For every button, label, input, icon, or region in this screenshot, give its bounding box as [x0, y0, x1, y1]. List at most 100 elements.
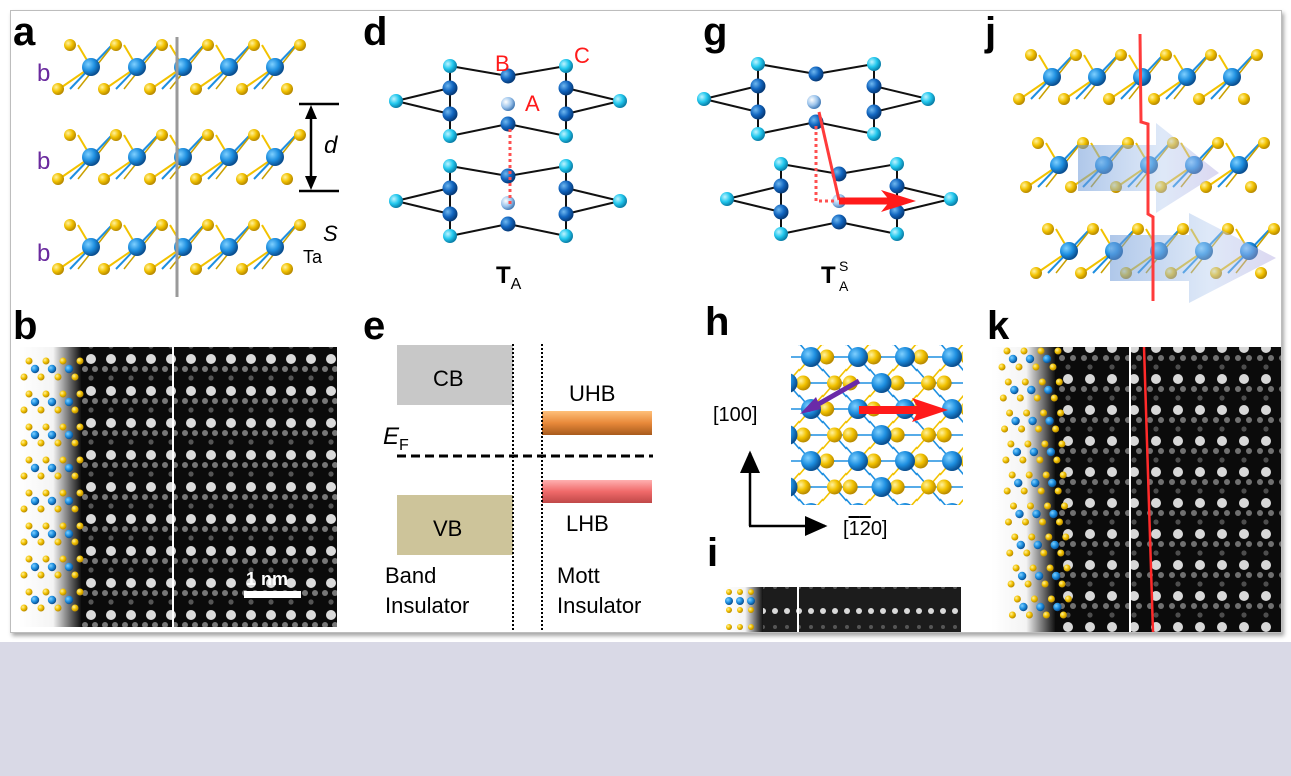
tantalum-atom	[966, 425, 986, 445]
tantalum-atom	[47, 496, 57, 506]
lhb-label: LHB	[566, 511, 609, 536]
tantalum-atom	[966, 477, 986, 497]
sulfur-atom	[20, 406, 28, 414]
sulfur-atom	[1037, 347, 1045, 355]
stem-image-fade-b	[19, 347, 81, 627]
sulfur-atom	[71, 604, 79, 612]
sulfur-atom	[1008, 471, 1016, 479]
sulfur-atom	[1148, 93, 1160, 105]
inner-atom	[808, 66, 824, 82]
outer-atom	[774, 157, 788, 171]
inner-atom	[773, 204, 789, 220]
stacking-label-tas: T	[821, 262, 836, 289]
sulfur-atom	[54, 604, 62, 612]
tantalum-atom	[47, 595, 57, 605]
hexagon-cluster-bottom-d	[389, 159, 627, 243]
panel-label-b: b	[13, 304, 37, 348]
outer-atom	[890, 157, 904, 171]
cluster-atoms	[389, 159, 627, 243]
sulfur-atom	[1025, 471, 1033, 479]
tantalum-atom	[1051, 571, 1061, 581]
tantalum-atom	[852, 503, 864, 505]
sulfur-atom	[37, 406, 45, 414]
sulfur-atom	[156, 39, 168, 51]
sulfur-atom	[1040, 549, 1048, 557]
sulfur-atom	[1065, 181, 1077, 193]
sulfur-atom	[795, 427, 811, 443]
sulfur-atom	[1007, 580, 1015, 588]
inner-atom	[442, 206, 458, 222]
tantalum-atom	[1046, 447, 1056, 457]
sulfur-atom	[71, 538, 79, 546]
tantalum-atom	[1050, 540, 1060, 550]
sulfur-atom	[1044, 502, 1051, 510]
site-label-b: B	[495, 51, 510, 76]
sulfur-atom	[1033, 394, 1041, 402]
panel-j: j	[984, 11, 1280, 303]
sulfur-atom	[42, 390, 50, 398]
sulfur-atom	[1007, 440, 1015, 448]
sulfur-atom	[819, 453, 835, 469]
sulfur-atom	[52, 173, 64, 185]
stacking-subscript: A	[839, 278, 849, 294]
sulfur-atom	[1003, 347, 1011, 355]
sulfur-atom	[1039, 518, 1046, 526]
sulfur-atom	[236, 83, 248, 95]
sulfur-atom	[54, 406, 62, 414]
red-vector-head	[912, 398, 948, 422]
lower-hubbard-band	[542, 480, 652, 503]
sulfur-atom	[1030, 595, 1038, 603]
sulfur-atom	[54, 373, 62, 381]
tantalum-atom	[30, 397, 40, 407]
sulfur-atom	[1056, 518, 1063, 526]
sulfur-atom	[1028, 533, 1036, 541]
atomic-model-overlay-b	[20, 357, 84, 612]
band-insulator-line1: Band	[385, 563, 436, 588]
sulfur-atom	[1055, 378, 1063, 386]
sulfur-atom	[281, 83, 293, 95]
tilted-stacking-line-g	[817, 111, 841, 201]
sulfur-atom	[1025, 611, 1033, 619]
tantalum-atom	[1053, 602, 1062, 612]
panel-i: i	[707, 531, 961, 632]
sulfur-atom	[144, 173, 156, 185]
tantalum-atom	[1223, 68, 1241, 86]
tantalum-atom	[778, 529, 798, 549]
sulfur-atom	[156, 129, 168, 141]
sulfur-atom	[960, 351, 963, 363]
sulfur-atom	[1255, 267, 1267, 279]
tantalum-atom	[266, 238, 284, 256]
panel-e: e CB VB UHB LHB EF Band Insulator Mott I…	[363, 304, 653, 631]
sulfur-atom	[1058, 440, 1066, 448]
tas2-side-view-layers	[52, 39, 306, 275]
sulfur-atom	[1070, 49, 1082, 61]
sulfur-atom	[1042, 223, 1054, 235]
sulfur-atom	[1008, 611, 1016, 619]
sulfur-atom	[20, 538, 28, 546]
tantalum-atom	[1042, 354, 1052, 364]
tantalum-atom	[899, 503, 911, 505]
outer-atom	[921, 92, 935, 106]
sulfur-atom	[281, 263, 293, 275]
tantalum-atom	[1043, 68, 1061, 86]
sulfur-atom	[1049, 363, 1057, 371]
tantalum-atom	[946, 503, 958, 505]
tantalum-atom	[966, 529, 986, 549]
sulfur-atom	[1251, 49, 1263, 61]
panel-label-k: k	[987, 304, 1010, 348]
sulfur-atom	[1058, 580, 1066, 588]
outer-atom	[697, 92, 711, 106]
mott-insulator-line1: Mott	[557, 563, 600, 588]
sulfur-atom	[889, 479, 905, 495]
sulfur-atom	[25, 456, 33, 464]
layer-label-1: b	[37, 60, 50, 87]
inner-atom	[500, 216, 516, 232]
tantalum-atom	[220, 148, 238, 166]
sulfur-atom	[42, 555, 50, 563]
tantalum-atom	[30, 562, 40, 572]
figure-canvas: a b b b d S Ta b 1 nm d B C A T	[13, 11, 1281, 632]
sulfur-atom	[1027, 502, 1034, 510]
tantalum-atom	[1178, 68, 1196, 86]
sulfur-atom	[1020, 181, 1032, 193]
tantalum-atom	[848, 347, 868, 367]
